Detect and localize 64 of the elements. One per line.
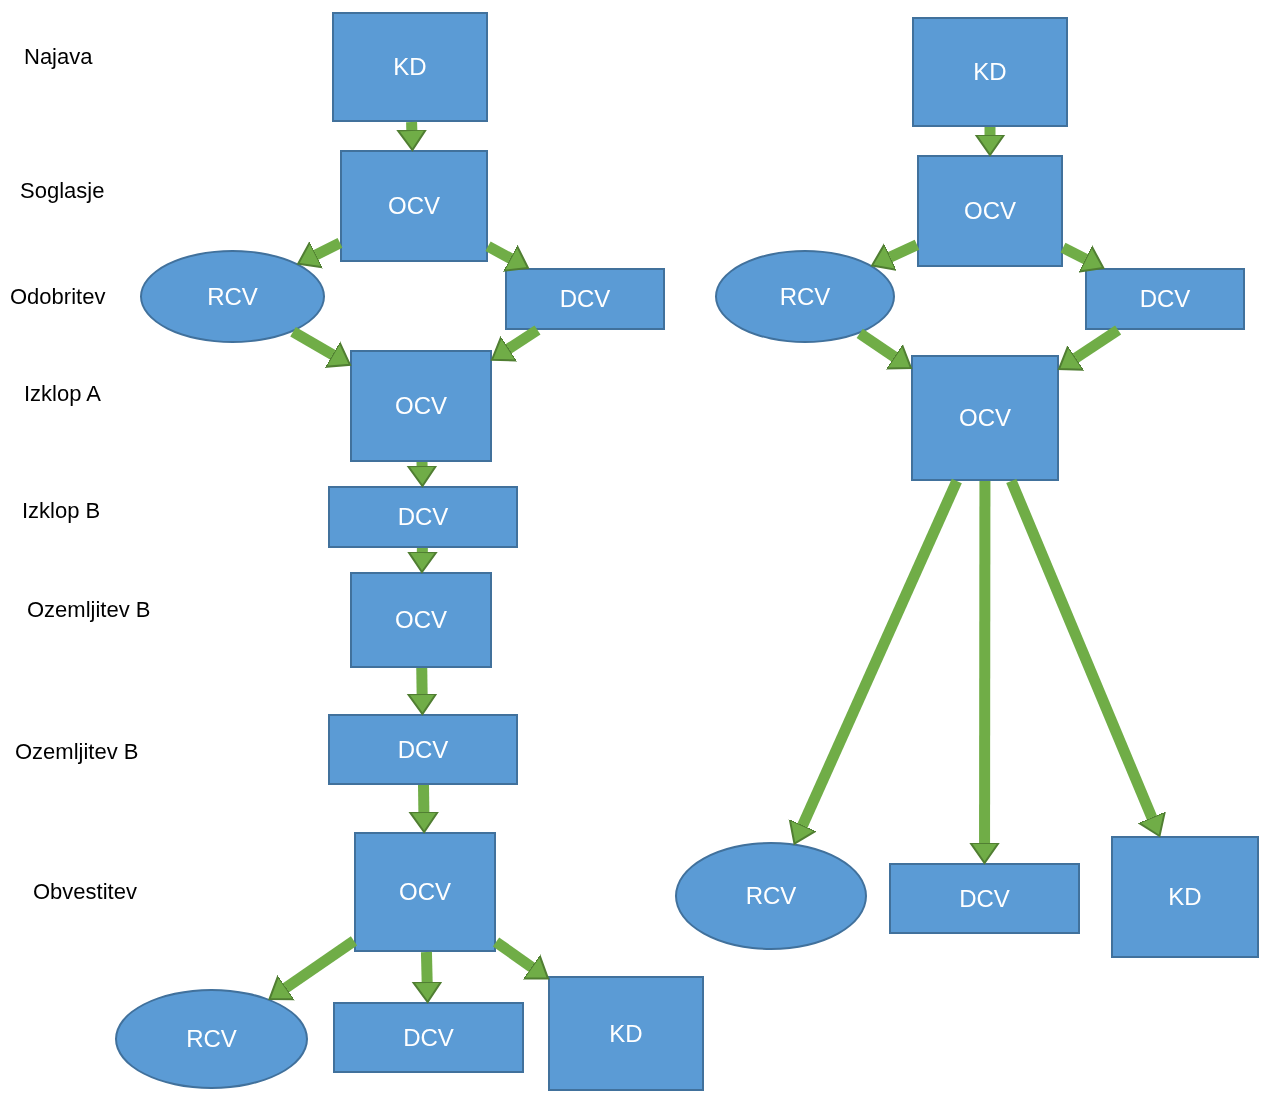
stage-label: Ozemljitev B xyxy=(15,738,139,766)
node-text: OCV xyxy=(399,877,451,907)
arrow xyxy=(407,461,438,487)
node-text: DCV xyxy=(559,284,611,314)
node-text: OCV xyxy=(395,605,447,635)
node-text: OCV xyxy=(959,403,1011,433)
node-text: DCV xyxy=(397,502,449,532)
node-text: RCV xyxy=(186,1024,237,1054)
arrow xyxy=(492,937,549,980)
process-box xyxy=(354,832,496,952)
node-text: RCV xyxy=(745,881,797,911)
node-text: DCV xyxy=(959,883,1010,914)
arrow xyxy=(871,239,920,271)
process-box xyxy=(340,150,488,262)
stage-label: Obvestitev xyxy=(33,878,137,906)
arrow xyxy=(407,547,438,573)
arrow xyxy=(975,127,1005,156)
process-box xyxy=(889,863,1080,934)
arrow xyxy=(485,241,529,272)
stage-label: Soglasje xyxy=(20,177,105,205)
process-box xyxy=(328,714,518,785)
process-box xyxy=(911,355,1059,481)
stage-label: Najava xyxy=(24,43,93,71)
arrow xyxy=(788,478,962,845)
node-text: KD xyxy=(609,1018,643,1049)
node-text: OCV xyxy=(388,191,440,221)
process-box xyxy=(333,1002,524,1073)
arrow xyxy=(491,325,541,362)
process-box xyxy=(1111,836,1259,958)
process-box xyxy=(350,350,492,462)
arrow xyxy=(1058,325,1122,371)
stage-label: Odobritev xyxy=(10,283,106,311)
arrow xyxy=(268,936,358,1001)
process-box xyxy=(332,12,488,122)
process-box xyxy=(1085,268,1245,330)
node-text: DCV xyxy=(1139,284,1191,314)
arrow xyxy=(969,481,1000,864)
stage-label: Izklop A xyxy=(24,380,102,408)
arrow xyxy=(1060,242,1105,273)
stage-label: Izklop B xyxy=(22,497,101,525)
arrow xyxy=(408,784,439,833)
node-text: OCV xyxy=(964,196,1016,226)
node-text: RCV xyxy=(779,281,831,312)
arrow xyxy=(407,667,438,715)
process-box xyxy=(350,572,492,668)
stage-label: Ozemljitev B xyxy=(27,596,151,624)
arrow xyxy=(856,328,912,370)
node-text: KD xyxy=(973,57,1007,87)
node-text: DCV xyxy=(397,734,449,765)
process-box xyxy=(912,17,1068,127)
process-box xyxy=(328,486,518,548)
arrow xyxy=(412,951,443,1003)
node-text: KD xyxy=(393,52,427,82)
process-box xyxy=(917,155,1063,267)
process-box xyxy=(548,976,704,1091)
node-text: OCV xyxy=(395,391,447,421)
node-text: DCV xyxy=(403,1022,454,1053)
node-text: KD xyxy=(1168,882,1202,912)
process-box xyxy=(505,268,665,330)
arrow xyxy=(290,326,351,368)
arrow xyxy=(297,237,343,269)
arrow xyxy=(1006,478,1166,837)
node-text: RCV xyxy=(207,281,258,312)
arrow xyxy=(396,121,427,151)
